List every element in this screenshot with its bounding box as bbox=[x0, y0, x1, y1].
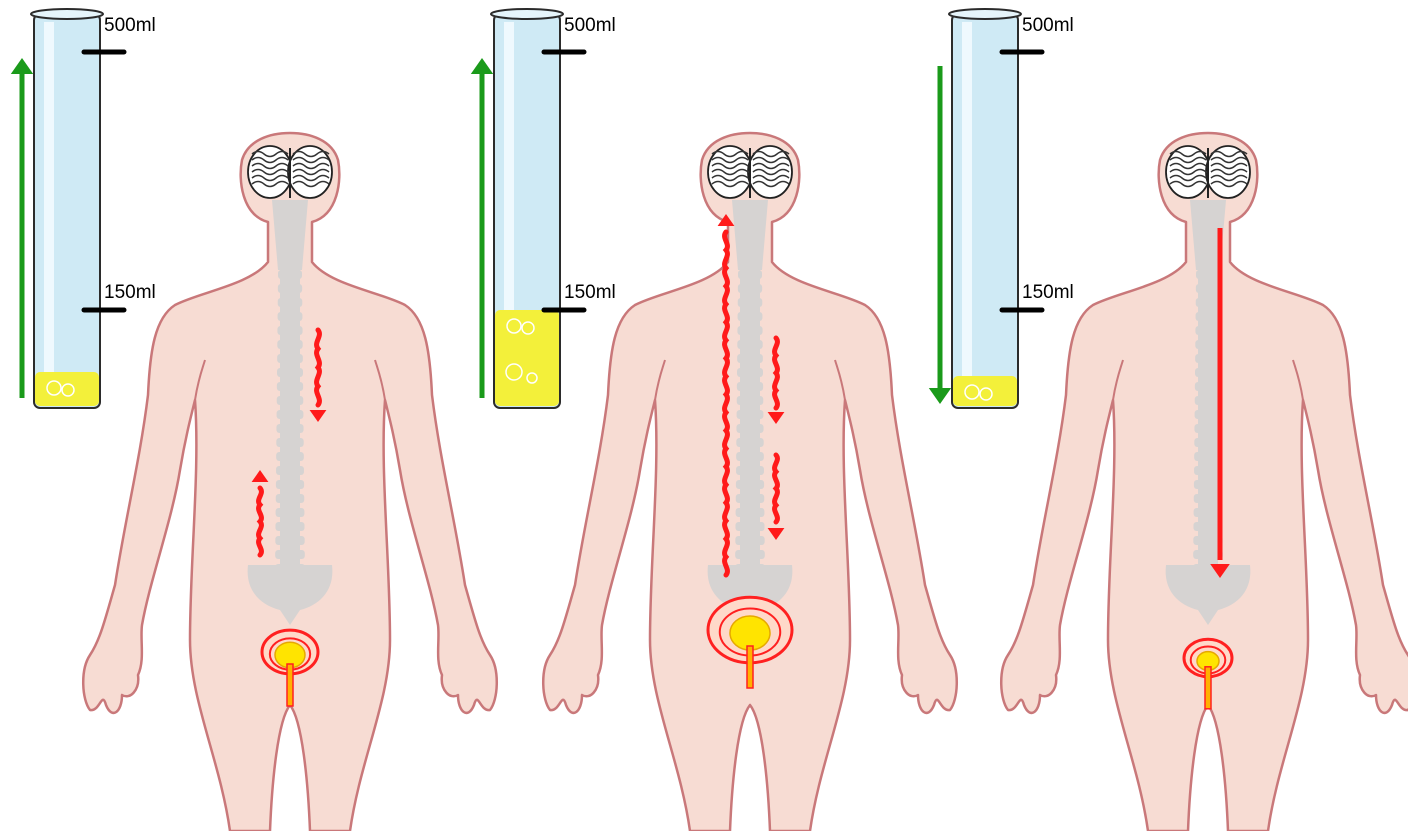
label-500ml: 500ml bbox=[1022, 16, 1074, 35]
cylinder-rim bbox=[949, 9, 1021, 19]
label-150ml: 150ml bbox=[1022, 283, 1074, 302]
glass-highlight bbox=[962, 22, 972, 396]
urine-level bbox=[953, 376, 1017, 406]
brain-icon bbox=[1166, 146, 1250, 198]
cylinder-glass bbox=[952, 14, 1018, 408]
fill-arrow-head bbox=[929, 388, 951, 404]
spinal-column bbox=[1198, 265, 1218, 565]
measuring-cylinder bbox=[949, 9, 1042, 408]
urethra bbox=[1205, 667, 1211, 709]
